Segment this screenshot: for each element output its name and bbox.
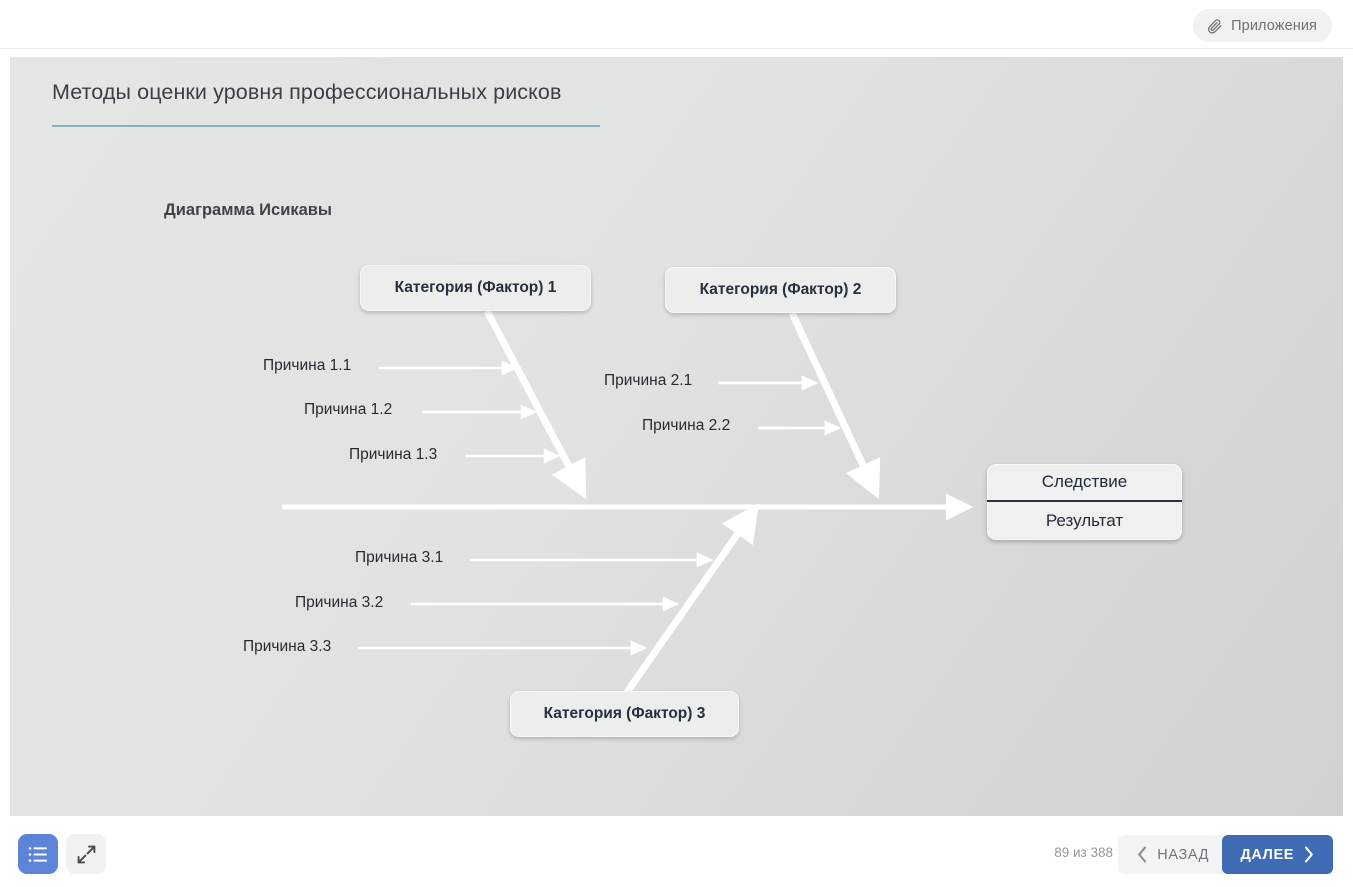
previous-slide-label: НАЗАД — [1157, 846, 1209, 863]
previous-slide-button[interactable]: НАЗАД — [1118, 835, 1228, 874]
cause-label-3-3: Причина 3.3 — [243, 638, 332, 655]
fullscreen-expand-icon — [77, 845, 96, 864]
effect-box[interactable]: Следствие Результат — [987, 464, 1182, 540]
next-slide-label: ДАЛЕЕ — [1240, 846, 1294, 863]
slide-canvas: Методы оценки уровня профессиональных ри… — [10, 57, 1343, 816]
cause-label-1-2: Причина 1.2 — [304, 401, 393, 418]
title-underline — [52, 125, 600, 127]
chevron-left-icon — [1137, 846, 1148, 863]
category-bone-3 — [622, 503, 760, 698]
paperclip-icon — [1206, 17, 1223, 34]
attachments-label: Приложения — [1231, 17, 1317, 34]
category-bone-2 — [788, 311, 881, 500]
top-bar: Приложения — [0, 0, 1353, 49]
category-box-3[interactable]: Категория (Фактор) 3 — [510, 691, 739, 737]
category-box-2-label: Категория (Фактор) 2 — [699, 281, 862, 298]
fishbone-diagram — [282, 309, 973, 698]
bottom-navigation-bar: 89 из 388 НАЗАД ДАЛЕЕ — [0, 823, 1353, 887]
contents-menu-button[interactable] — [18, 834, 58, 874]
category-box-1[interactable]: Категория (Фактор) 1 — [360, 265, 591, 311]
cause-label-2-2: Причина 2.2 — [642, 417, 731, 434]
fullscreen-button[interactable] — [66, 834, 106, 874]
category-bone-1 — [483, 309, 587, 500]
cause-label-3-1: Причина 3.1 — [355, 549, 444, 566]
category-box-3-label: Категория (Фактор) 3 — [543, 705, 706, 722]
diagram-heading: Диаграмма Исикавы — [164, 201, 333, 219]
chevron-right-icon — [1303, 846, 1314, 863]
category-box-1-label: Категория (Фактор) 1 — [394, 279, 557, 296]
slide-counter: 89 из 388 — [1054, 845, 1113, 860]
effect-line-2: Результат — [1045, 511, 1124, 530]
category-box-2[interactable]: Категория (Фактор) 2 — [665, 267, 896, 313]
next-slide-button[interactable]: ДАЛЕЕ — [1221, 835, 1333, 874]
effect-line-1: Следствие — [987, 464, 1182, 502]
cause-label-2-1: Причина 2.1 — [604, 372, 693, 389]
cause-label-1-3: Причина 1.3 — [349, 446, 438, 463]
cause-label-1-1: Причина 1.1 — [263, 357, 352, 374]
cause-label-3-2: Причина 3.2 — [295, 594, 384, 611]
list-menu-icon — [28, 846, 48, 863]
attachments-button[interactable]: Приложения — [1193, 9, 1332, 42]
slide-title: Методы оценки уровня профессиональных ри… — [52, 80, 562, 104]
